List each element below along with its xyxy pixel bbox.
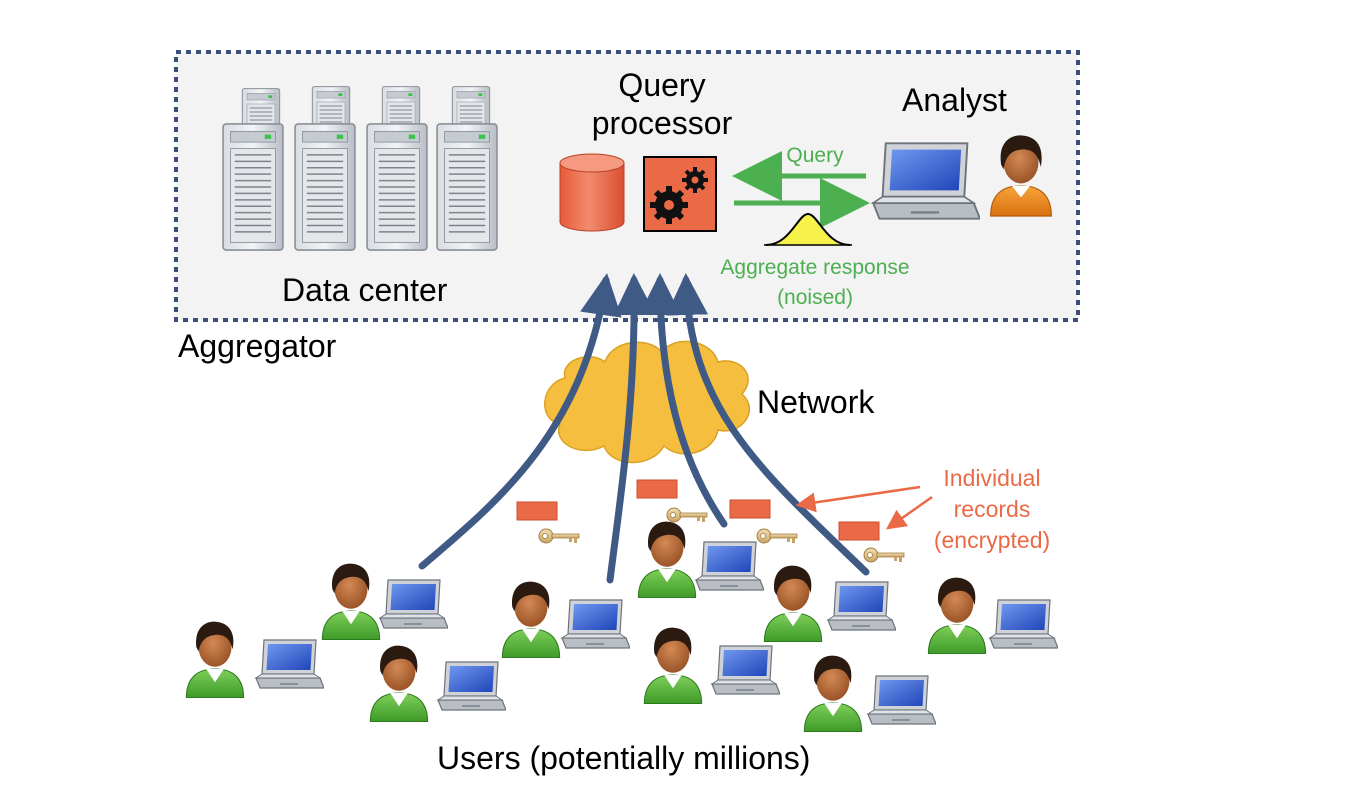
records-pointer-2 <box>885 495 933 530</box>
key-icon <box>666 507 708 523</box>
key-icon <box>863 547 905 563</box>
individual-records-label-3: (encrypted) <box>933 527 1051 553</box>
laptop-icon <box>437 661 506 711</box>
aggregate-response-noised-label: (noised) <box>777 286 853 309</box>
record-block <box>516 501 558 521</box>
flow-arrow-1 <box>418 273 622 570</box>
laptop-icon <box>711 645 780 695</box>
individual-records-label-1: Individual <box>943 465 1041 491</box>
person-icon <box>927 577 987 654</box>
analyst-label: Analyst <box>902 82 1007 118</box>
bell-curve-icon <box>764 212 852 246</box>
users-label: Users (potentially millions) <box>437 740 811 776</box>
gears-icon <box>643 156 717 232</box>
laptop-icon <box>695 541 764 591</box>
person-icon <box>501 581 561 658</box>
aggregate-response-label: Aggregate response <box>720 256 910 279</box>
aggregator-label: Aggregator <box>178 328 337 364</box>
user-group <box>763 565 896 642</box>
records-pointer-1 <box>795 485 921 513</box>
flow-arrow-3 <box>639 273 728 528</box>
flow-arrow-2 <box>606 273 656 584</box>
flow-arrows <box>418 273 870 584</box>
user-group <box>643 627 780 704</box>
person-icon <box>803 655 863 732</box>
laptop-icon <box>867 675 936 725</box>
user-group <box>369 645 506 722</box>
person-icon <box>637 521 697 598</box>
user-group <box>321 563 448 640</box>
person-icon <box>185 621 245 698</box>
query-processor-label: Query processor <box>591 67 733 141</box>
laptop-icon <box>561 599 630 649</box>
encrypted-records <box>516 479 905 563</box>
network-label: Network <box>757 384 875 420</box>
record-block <box>636 479 678 499</box>
flow-arrow-4 <box>666 273 870 576</box>
laptop-icon <box>255 639 324 689</box>
person-icon <box>763 565 823 642</box>
individual-records-label-2: records <box>953 496 1031 522</box>
laptop-icon <box>379 579 448 629</box>
user-group <box>637 521 764 598</box>
data-center-label: Data center <box>282 272 448 308</box>
laptop-icon <box>871 142 980 220</box>
database-icon <box>559 153 625 232</box>
laptop-icon <box>989 599 1058 649</box>
person-icon <box>321 563 381 640</box>
user-group <box>803 655 936 732</box>
user-group <box>185 621 324 698</box>
key-icon <box>538 528 580 544</box>
record-block <box>838 521 880 541</box>
key-icon <box>756 528 798 544</box>
person-icon <box>369 645 429 722</box>
record-block <box>729 499 771 519</box>
user-group <box>501 581 630 658</box>
query-label: Query <box>786 144 844 167</box>
person-icon <box>643 627 703 704</box>
laptop-icon <box>827 581 896 631</box>
user-group <box>927 577 1058 654</box>
